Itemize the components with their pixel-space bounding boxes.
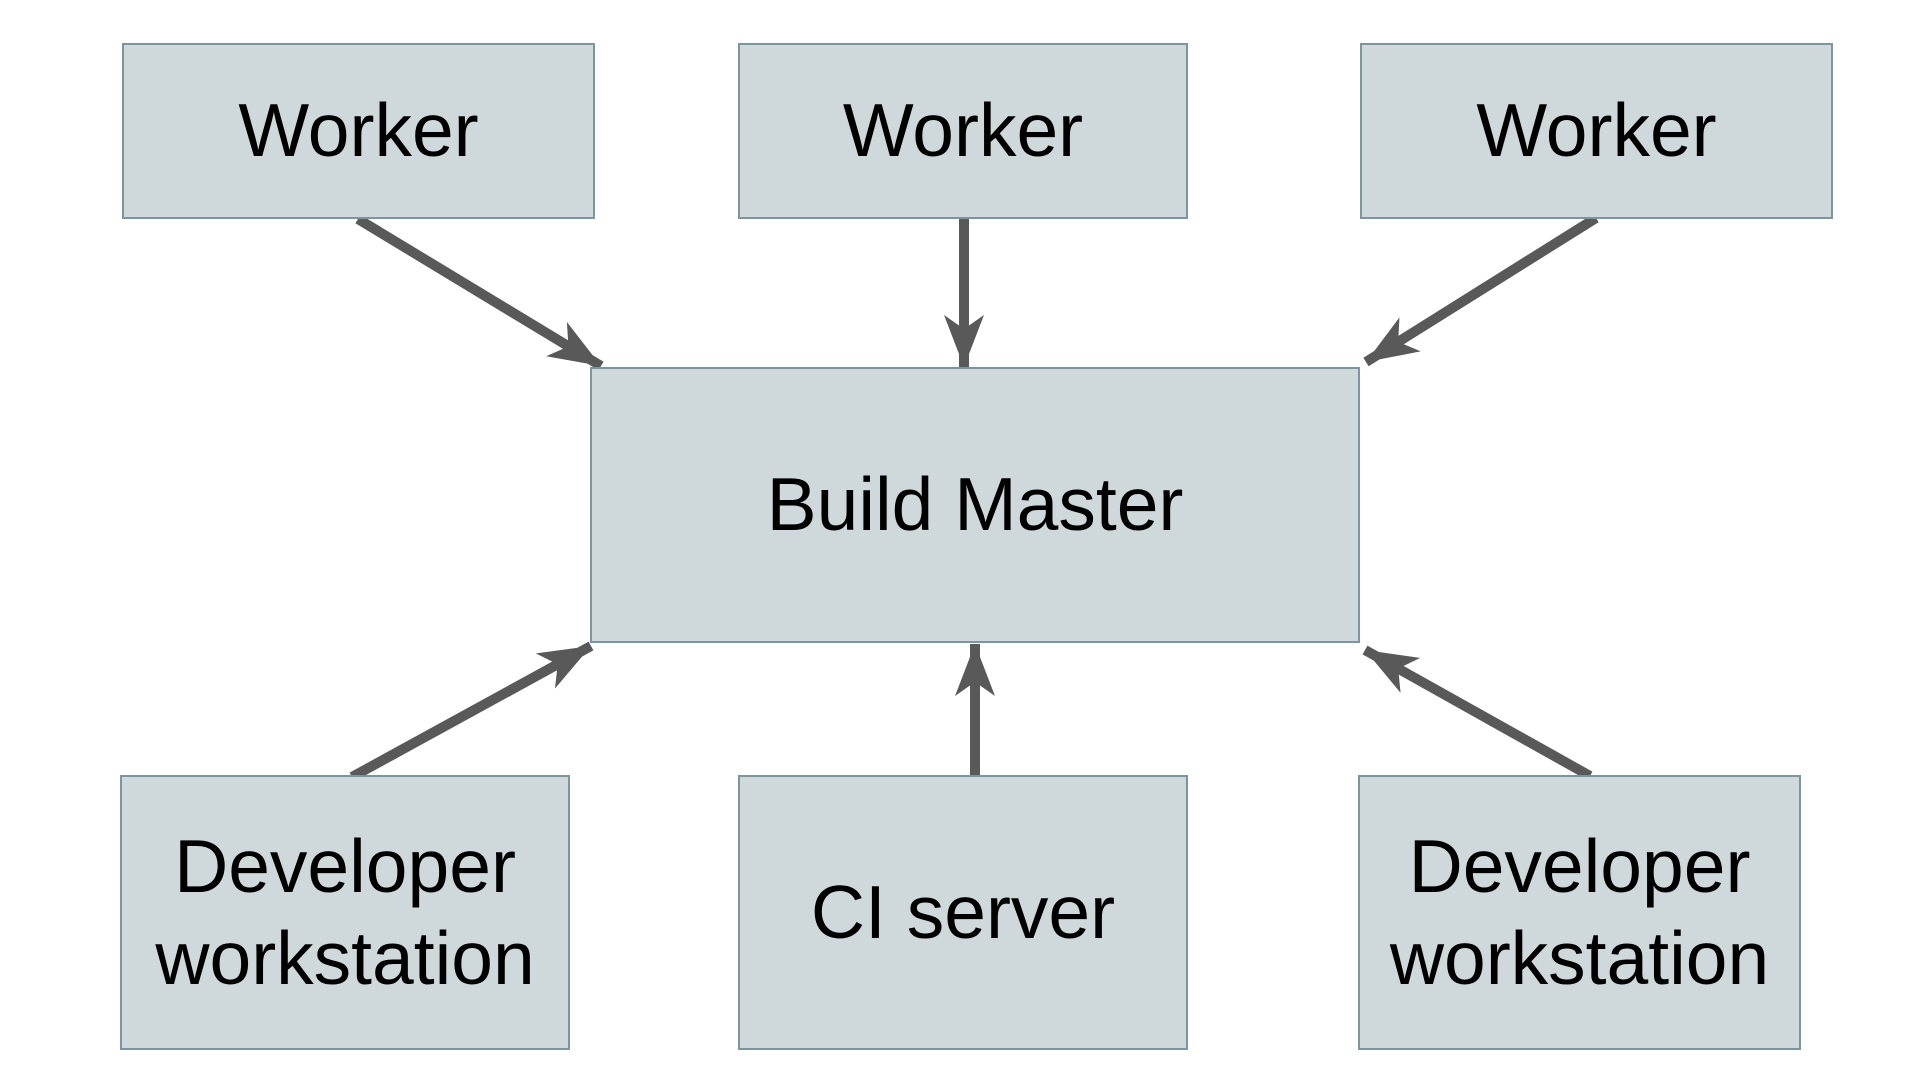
node-ci-server: CI server bbox=[738, 775, 1188, 1050]
arrow-worker-right-to-build-master bbox=[1363, 213, 1599, 367]
node-worker-top-right: Worker bbox=[1360, 43, 1833, 219]
node-label: Developer workstation bbox=[155, 824, 535, 1000]
node-label: Build Master bbox=[766, 462, 1184, 547]
node-label: Worker bbox=[238, 88, 479, 173]
node-label: Developer workstation bbox=[1389, 824, 1770, 1000]
node-label: CI server bbox=[810, 869, 1116, 954]
node-developer-workstation-right: Developer workstation bbox=[1358, 775, 1801, 1050]
node-worker-top-center: Worker bbox=[738, 43, 1188, 219]
node-build-master: Build Master bbox=[590, 367, 1360, 643]
node-worker-top-left: Worker bbox=[122, 43, 595, 219]
node-label: Worker bbox=[1476, 88, 1717, 173]
arrow-dev-left-to-build-master bbox=[349, 641, 594, 782]
node-developer-workstation-left: Developer workstation bbox=[120, 775, 570, 1050]
arrow-worker-left-to-build-master bbox=[355, 214, 604, 371]
node-label: Worker bbox=[842, 88, 1084, 173]
arrow-dev-right-to-build-master bbox=[1362, 645, 1593, 781]
